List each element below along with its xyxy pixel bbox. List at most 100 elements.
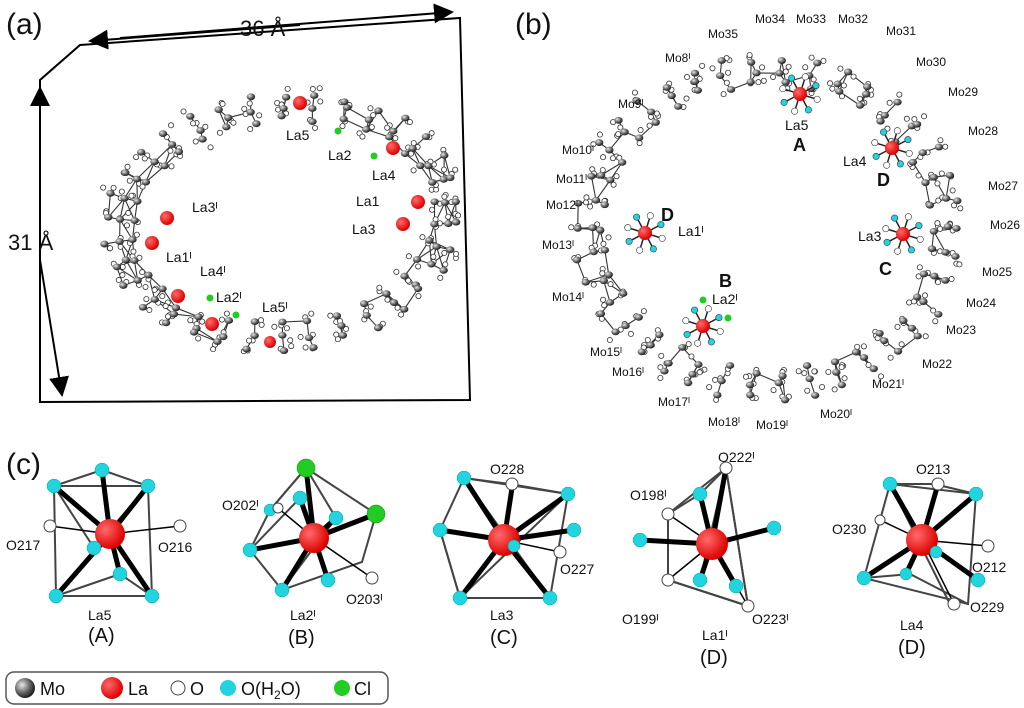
o-atom bbox=[617, 124, 624, 131]
mo-atom bbox=[893, 347, 903, 355]
mo-atom bbox=[752, 69, 761, 77]
mo-label: Mo30 bbox=[916, 55, 946, 69]
o-atom bbox=[636, 140, 643, 147]
mo-atom bbox=[444, 220, 453, 227]
o-label-o229: O229 bbox=[970, 599, 1004, 615]
o-atom bbox=[893, 127, 901, 135]
o-atom bbox=[370, 112, 377, 119]
o-atom bbox=[429, 206, 436, 213]
water-o-atom bbox=[715, 314, 723, 322]
bond bbox=[847, 71, 868, 88]
atom-label-la4i: La4ᴵ bbox=[200, 263, 226, 279]
mo-atom bbox=[161, 319, 171, 327]
mo-atom bbox=[876, 117, 885, 125]
o-atom bbox=[590, 281, 597, 288]
site-label-d-right: D bbox=[877, 170, 890, 190]
o-atom bbox=[455, 212, 462, 219]
mo-atom bbox=[746, 58, 756, 66]
site-label-a: A bbox=[793, 135, 806, 155]
la-atom bbox=[638, 226, 652, 240]
o-atom bbox=[841, 375, 848, 382]
mo-label: Mo33 bbox=[796, 12, 826, 26]
o-atom bbox=[607, 281, 614, 288]
poly-site-a: (A) bbox=[88, 625, 115, 647]
mo-atom bbox=[224, 317, 234, 324]
o-atom bbox=[339, 123, 346, 130]
mo-atom bbox=[694, 361, 703, 368]
poly-name-la3: La3 bbox=[490, 607, 514, 623]
mo-atom bbox=[362, 125, 371, 133]
o-atom bbox=[190, 120, 197, 127]
site-label-b: B bbox=[719, 271, 732, 291]
o-atom bbox=[164, 313, 171, 320]
bond bbox=[945, 175, 951, 199]
mo-atom bbox=[664, 359, 673, 367]
la-atom bbox=[696, 319, 710, 333]
mo-atom bbox=[587, 172, 596, 180]
o-atom bbox=[811, 368, 818, 375]
o-atom bbox=[601, 302, 608, 309]
legend-label-o: O bbox=[190, 679, 204, 699]
o-atom bbox=[904, 213, 912, 221]
o-atom bbox=[216, 129, 223, 136]
o-atom bbox=[699, 62, 706, 69]
la-atom bbox=[264, 336, 276, 348]
mo-atom bbox=[725, 362, 735, 369]
o-atom bbox=[683, 95, 690, 102]
o-atom bbox=[755, 79, 762, 86]
mo-atom bbox=[879, 337, 889, 345]
o-atom bbox=[827, 80, 834, 87]
mo-atom bbox=[599, 277, 608, 285]
o-atom bbox=[706, 384, 713, 391]
o-atom bbox=[624, 224, 632, 232]
height-arrow-down bbox=[39, 259, 69, 397]
o-atom bbox=[100, 184, 107, 191]
mo-atom bbox=[589, 248, 598, 256]
panel-c: (c) bbox=[6, 448, 1006, 669]
mo-atom bbox=[843, 68, 853, 76]
mo-atom bbox=[943, 223, 953, 230]
o-atom bbox=[219, 100, 226, 107]
mo-atom bbox=[912, 120, 922, 128]
mo-atom bbox=[837, 381, 846, 389]
mo-atom bbox=[862, 83, 872, 91]
mo-atom bbox=[655, 331, 664, 339]
mo-atom bbox=[412, 256, 422, 263]
polyhedron-d-la1i: O222ᴵ O198ᴵ O199ᴵ O223ᴵ La1ᴵ (D) bbox=[622, 449, 789, 669]
o-atom bbox=[746, 52, 753, 59]
polyhedron-c: O228 O227 La3 (C) bbox=[432, 461, 594, 649]
mo-label: Mo18ᴵ bbox=[708, 415, 740, 429]
mo-atom bbox=[929, 173, 939, 181]
mo-atom bbox=[880, 111, 889, 119]
mo-atom bbox=[688, 370, 697, 378]
water-o-atom bbox=[657, 221, 665, 229]
mo-atom bbox=[213, 338, 222, 346]
o-atom bbox=[820, 57, 827, 64]
atom-label-la3: La3 bbox=[352, 221, 376, 237]
legend-swatch-o bbox=[170, 680, 186, 696]
o-atom bbox=[606, 337, 613, 344]
water-o-atom bbox=[804, 106, 812, 114]
mo-atom bbox=[246, 108, 255, 116]
mo-atom bbox=[309, 92, 319, 99]
o-atom bbox=[742, 373, 749, 380]
mo-atom bbox=[332, 312, 342, 320]
o-atom bbox=[124, 163, 131, 170]
la-atom bbox=[293, 96, 307, 110]
o-atom bbox=[854, 343, 861, 350]
polyhedron-a: O217 O216 La5 (A) bbox=[6, 462, 192, 647]
o-atom bbox=[725, 69, 732, 76]
mo-atom bbox=[382, 290, 391, 298]
o-atom bbox=[609, 155, 616, 162]
o-atom bbox=[615, 131, 622, 138]
bond bbox=[604, 250, 610, 275]
o-atom bbox=[128, 192, 135, 199]
o-atom bbox=[453, 250, 460, 257]
mo-atom bbox=[634, 313, 643, 321]
mo-atom bbox=[752, 369, 761, 377]
o-atom bbox=[704, 305, 712, 313]
la-atom bbox=[205, 317, 219, 331]
mo-atom bbox=[646, 341, 655, 349]
o-atom bbox=[636, 246, 644, 254]
